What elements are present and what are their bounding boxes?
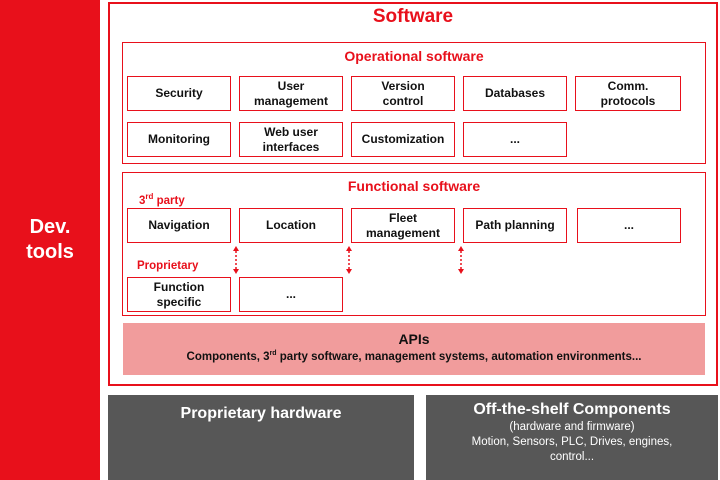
box-line: Comm. (607, 79, 649, 94)
comm-protocols-box: Comm.protocols (575, 76, 681, 111)
box-line: ... (285, 287, 296, 302)
dev-tools-line1: Dev. (29, 216, 71, 238)
box-line: Monitoring (148, 132, 210, 147)
path-planning-box: Path planning (463, 208, 567, 243)
software-title: Software (372, 6, 454, 27)
box-line: Version (381, 79, 425, 94)
box-line: Customization (361, 132, 445, 147)
box-line: control (382, 93, 424, 108)
double-arrow-icon (232, 245, 240, 275)
box-line: Path planning (475, 218, 555, 233)
double-arrow-icon (457, 245, 465, 275)
double-arrow-icon (345, 245, 353, 275)
apis-sub-sup: rd (269, 350, 277, 357)
box-line: Security (155, 86, 203, 101)
operational-software-section (122, 42, 706, 164)
operational-software-title: Operational software (344, 48, 484, 64)
apis-band: APIs Components, 3rd party software, man… (123, 323, 705, 375)
monitoring-box: Monitoring (127, 122, 231, 157)
apis-sub-post: party software, management systems, auto… (276, 350, 642, 363)
software-frame (108, 2, 718, 386)
third-party-label-base: 3 (139, 194, 146, 207)
box-line: ... (509, 132, 520, 147)
box-line: management (365, 225, 441, 240)
box-line: Databases (484, 86, 546, 101)
third-party-label: 3rd party (139, 192, 185, 207)
off-the-shelf-block: Off-the-shelf Components (hardware and f… (426, 395, 718, 480)
box-line: Navigation (148, 218, 210, 233)
proprietary-more-box: ... (239, 277, 343, 312)
functional-software-title: Functional software (347, 178, 481, 194)
apis-sub-pre: Components, 3 (186, 350, 270, 363)
off-the-shelf-line3: control... (549, 450, 595, 463)
off-the-shelf-line2: Motion, Sensors, PLC, Drives, engines, (471, 435, 673, 448)
functional-software-section (122, 172, 706, 316)
box-line: Function (153, 280, 205, 295)
box-line: interfaces (262, 139, 320, 154)
operational-more-box: ... (463, 122, 567, 157)
dev-tools-block: Dev. tools (0, 0, 100, 480)
apis-subtitle: Components, 3rd party software, manageme… (123, 350, 705, 363)
box-line: management (253, 93, 329, 108)
customization-box: Customization (351, 122, 455, 157)
proprietary-hardware-title: Proprietary hardware (180, 405, 342, 422)
box-line: Fleet (388, 211, 417, 226)
security-box: Security (127, 76, 231, 111)
box-line: Web user (264, 125, 318, 140)
off-the-shelf-line1: (hardware and firmware) (509, 421, 635, 433)
navigation-box: Navigation (127, 208, 231, 243)
apis-title: APIs (398, 331, 430, 347)
proprietary-label: Proprietary (137, 260, 199, 272)
third-party-label-sup: rd (145, 192, 154, 201)
functional-more-box: ... (577, 208, 681, 243)
proprietary-hardware-block: Proprietary hardware (108, 395, 414, 480)
box-line: ... (623, 218, 634, 233)
box-line: protocols (600, 93, 656, 108)
location-box: Location (239, 208, 343, 243)
databases-box: Databases (463, 76, 567, 111)
box-line: Location (266, 218, 316, 233)
off-the-shelf-title: Off-the-shelf Components (473, 401, 671, 418)
box-line: User (277, 79, 305, 94)
third-party-label-rest: party (153, 194, 185, 207)
box-line: specific (156, 294, 202, 309)
dev-tools-line2: tools (26, 241, 74, 263)
